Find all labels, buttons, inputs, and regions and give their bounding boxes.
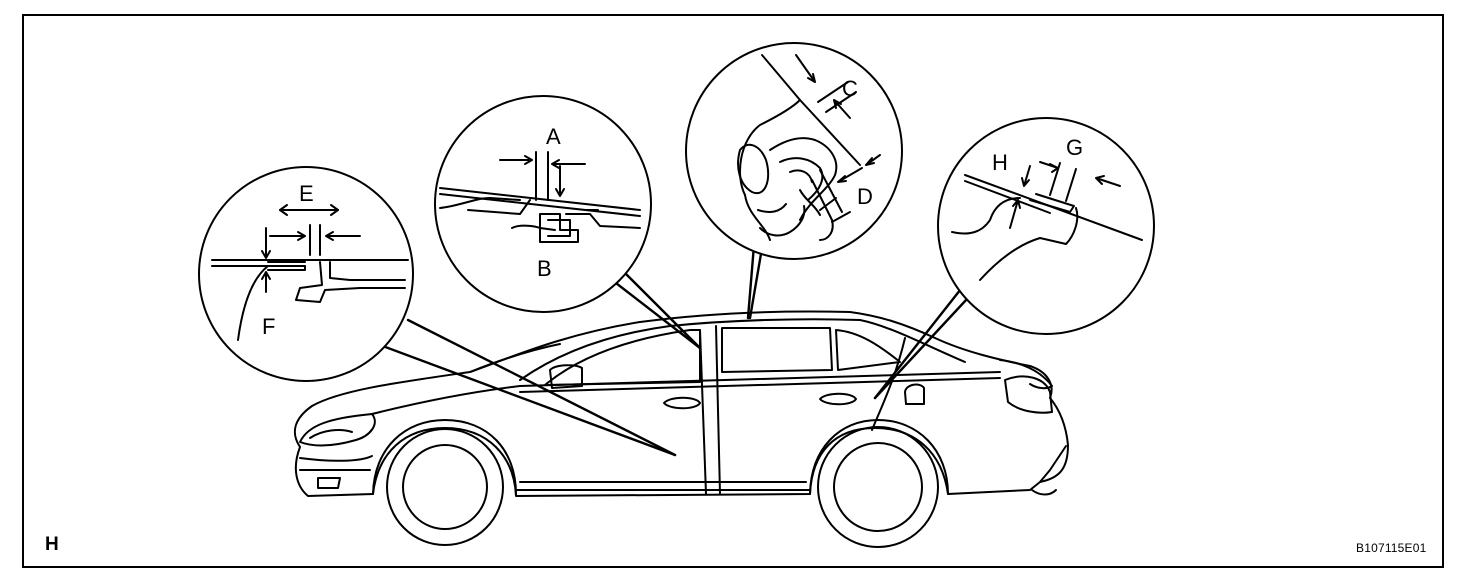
callout-label-h: H: [992, 150, 1008, 175]
callout-pointers: [378, 243, 982, 457]
detail-circle-cd: [685, 42, 903, 260]
car-side-view: [293, 310, 1069, 548]
callout-label-d: D: [857, 184, 873, 209]
detail-circle-ab: [434, 95, 652, 313]
figure-frame: [22, 14, 1444, 568]
callout-label-c: C: [842, 76, 858, 101]
detail-circle-ef: [198, 166, 414, 382]
detail-circle-gh: [937, 117, 1155, 335]
callout-label-e: E: [299, 181, 314, 206]
view-letter: H: [45, 534, 59, 555]
callout-label-f: F: [262, 314, 276, 339]
callout-label-a: A: [546, 124, 561, 149]
callout-label-b: B: [537, 256, 552, 281]
callout-label-g: G: [1066, 135, 1084, 160]
figure-code: B107115E01: [1356, 541, 1427, 555]
